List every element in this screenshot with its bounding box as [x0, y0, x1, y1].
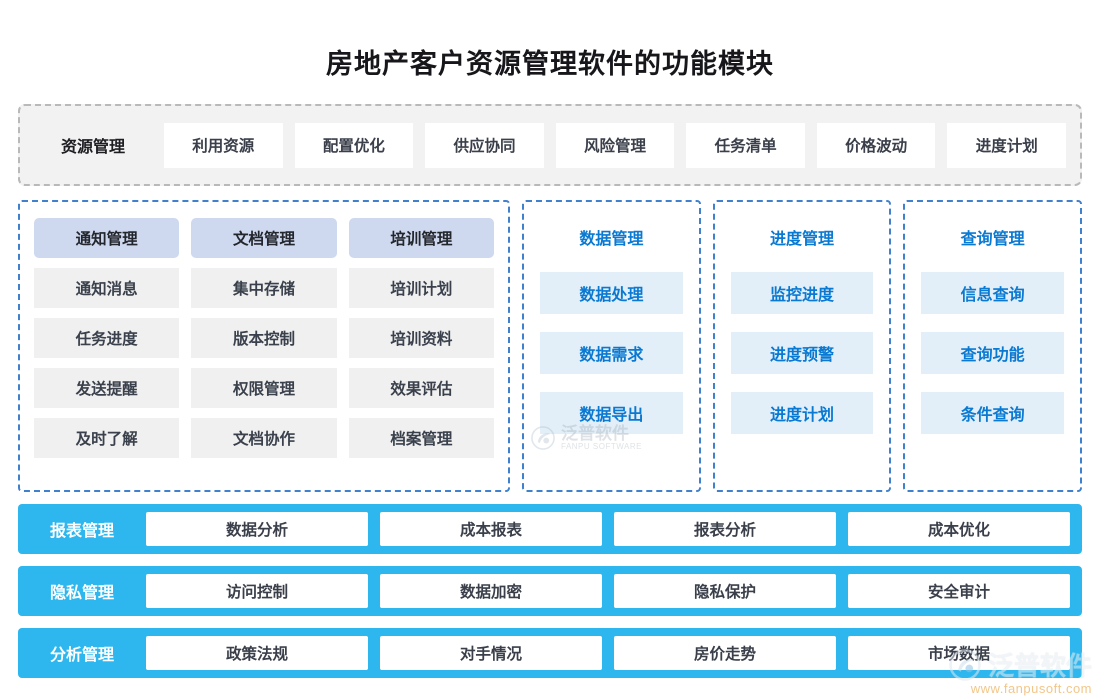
column-cell[interactable]: 及时了解: [34, 418, 180, 458]
column-notification: 通知管理 通知消息 任务进度 发送提醒 及时了解: [34, 218, 180, 474]
column-cell[interactable]: 档案管理: [348, 418, 494, 458]
bar-chip[interactable]: 对手情况: [380, 636, 602, 670]
bar-chip[interactable]: 政策法规: [146, 636, 368, 670]
column-header[interactable]: 文档管理: [191, 218, 337, 258]
column-cell[interactable]: 任务进度: [34, 318, 180, 358]
column-cell[interactable]: 培训计划: [348, 268, 494, 308]
column-header[interactable]: 通知管理: [34, 218, 180, 258]
bar-chip[interactable]: 市场数据: [848, 636, 1070, 670]
bar-privacy-management: 隐私管理 访问控制 数据加密 隐私保护 安全审计: [18, 566, 1082, 616]
watermark-url: www.fanpusoft.com: [970, 681, 1092, 696]
panel-cell[interactable]: 查询功能: [921, 332, 1065, 374]
bar-chip[interactable]: 数据加密: [380, 574, 602, 608]
column-training: 培训管理 培训计划 培训资料 效果评估 档案管理: [348, 218, 494, 474]
bar-chip[interactable]: 安全审计: [848, 574, 1070, 608]
bar-chip[interactable]: 访问控制: [146, 574, 368, 608]
strip-lead-label: 资源管理: [60, 139, 125, 156]
panel-progress-management: 进度管理 监控进度 进度预警 进度计划: [712, 200, 892, 492]
bar-chip[interactable]: 房价走势: [614, 636, 836, 670]
bar-report-management: 报表管理 数据分析 成本报表 报表分析 成本优化: [18, 504, 1082, 554]
panel-cell[interactable]: 进度计划: [730, 392, 874, 434]
middle-band: 通知管理 通知消息 任务进度 发送提醒 及时了解 文档管理 集中存储 版本控制 …: [18, 200, 1083, 492]
bar-chip[interactable]: 报表分析: [614, 512, 836, 546]
panel-header[interactable]: 进度管理: [770, 231, 835, 248]
panel-cell[interactable]: 数据处理: [540, 272, 683, 314]
column-cell[interactable]: 版本控制: [191, 318, 337, 358]
panel-cell[interactable]: 条件查询: [921, 392, 1065, 434]
panel-header[interactable]: 数据管理: [579, 231, 644, 248]
column-cell[interactable]: 集中存储: [191, 268, 337, 308]
panel-notification-document-training: 通知管理 通知消息 任务进度 发送提醒 及时了解 文档管理 集中存储 版本控制 …: [18, 200, 510, 492]
strip-chip[interactable]: 进度计划: [947, 122, 1067, 168]
bar-chip[interactable]: 数据分析: [146, 512, 368, 546]
panel-cell[interactable]: 进度预警: [730, 332, 874, 374]
bar-analysis-management: 分析管理 政策法规 对手情况 房价走势 市场数据: [18, 628, 1082, 678]
bar-chip[interactable]: 成本优化: [848, 512, 1070, 546]
page-title: 房地产客户资源管理软件的功能模块: [326, 49, 774, 79]
strip-chip[interactable]: 利用资源: [164, 122, 283, 168]
column-cell[interactable]: 发送提醒: [34, 368, 180, 408]
strip-chip[interactable]: 风险管理: [555, 122, 675, 168]
strip-chip[interactable]: 供应协同: [425, 122, 544, 168]
bar-lead-label: 隐私管理: [49, 585, 114, 602]
panel-cell[interactable]: 信息查询: [921, 272, 1065, 314]
panel-cell[interactable]: 监控进度: [730, 272, 874, 314]
column-cell[interactable]: 效果评估: [348, 368, 494, 408]
column-cell[interactable]: 文档协作: [191, 418, 337, 458]
bar-lead-label: 报表管理: [49, 523, 114, 540]
column-cell[interactable]: 培训资料: [348, 318, 494, 358]
strip-chip[interactable]: 价格波动: [816, 122, 936, 168]
bottom-bars: 报表管理 数据分析 成本报表 报表分析 成本优化 隐私管理 访问控制 数据加密 …: [18, 504, 1082, 678]
bar-chip[interactable]: 成本报表: [380, 512, 602, 546]
panel-header[interactable]: 查询管理: [960, 231, 1025, 248]
strip-chip[interactable]: 任务清单: [686, 122, 805, 168]
column-cell[interactable]: 权限管理: [191, 368, 337, 408]
resource-management-strip: 资源管理 利用资源 配置优化 供应协同 风险管理 任务清单 价格波动 进度计划: [18, 104, 1082, 186]
bar-lead-label: 分析管理: [49, 647, 114, 664]
panel-query-management: 查询管理 信息查询 查询功能 条件查询: [903, 200, 1083, 492]
bar-chip[interactable]: 隐私保护: [614, 574, 836, 608]
column-cell[interactable]: 通知消息: [34, 268, 180, 308]
column-document: 文档管理 集中存储 版本控制 权限管理 文档协作: [191, 218, 337, 474]
panel-data-management: 数据管理 数据处理 数据需求 数据导出: [522, 200, 701, 492]
column-header[interactable]: 培训管理: [348, 218, 494, 258]
panel-cell[interactable]: 数据需求: [540, 332, 683, 374]
strip-chip[interactable]: 配置优化: [294, 122, 414, 168]
panel-cell[interactable]: 数据导出: [540, 392, 683, 434]
